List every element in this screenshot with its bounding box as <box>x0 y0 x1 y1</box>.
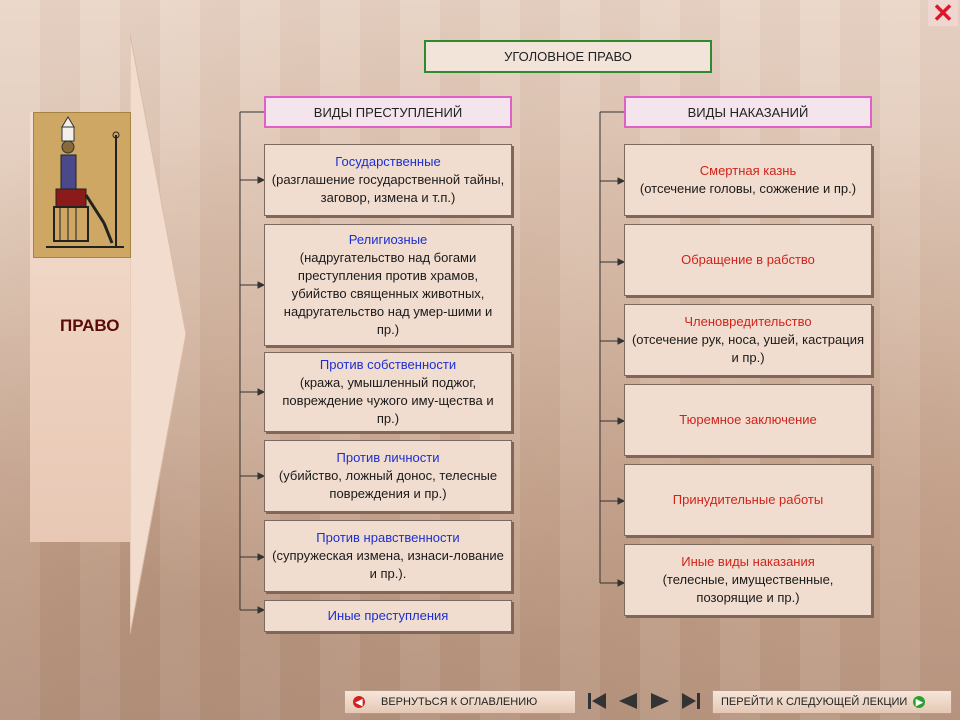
last-slide-button[interactable] <box>678 688 704 714</box>
crimes-heading: ВИДЫ ПРЕСТУПЛЕНИЙ <box>264 96 512 128</box>
punishment-prison: Тюремное заключение <box>624 384 872 456</box>
side-label: ПРАВО <box>60 316 120 335</box>
punishment-name: Членовредительство <box>684 314 812 329</box>
next-lecture-label: ПЕРЕЙТИ К СЛЕДУЮЩЕЙ ЛЕКЦИИ <box>721 696 908 708</box>
crime-name: Против нравственности <box>316 530 460 545</box>
first-slide-button[interactable] <box>584 688 610 714</box>
next-icon <box>650 693 669 709</box>
crime-state: Государственные (разглашение государстве… <box>264 144 512 216</box>
prev-slide-button[interactable] <box>615 688 641 714</box>
crime-name: Иные преступления <box>327 608 449 623</box>
punishment-name: Обращение в рабство <box>681 252 815 267</box>
close-icon[interactable]: ✕ <box>928 0 958 26</box>
pharaoh-figure-icon <box>34 113 130 257</box>
back-to-contents-label: ВЕРНУТЬСЯ К ОГЛАВЛЕНИЮ <box>381 696 538 708</box>
forward-arrow-icon: ▶ <box>913 696 926 708</box>
punishment-name: Тюремное заключение <box>679 412 817 427</box>
crime-desc: (супружеская измена, изнаси-лование и пр… <box>272 548 504 581</box>
prev-icon <box>619 693 638 709</box>
crime-morality: Против нравственности (супружеская измен… <box>264 520 512 592</box>
first-icon <box>588 693 606 709</box>
punishment-name: Иные виды наказания <box>681 554 815 569</box>
punishment-desc: (отсечение головы, сожжение и пр.) <box>639 181 857 196</box>
punishment-name: Смертная казнь <box>699 163 797 178</box>
crime-religious: Религиозные (надругательство над богами … <box>264 224 512 346</box>
crime-name: Религиозные <box>348 232 428 247</box>
next-lecture-button[interactable]: ПЕРЕЙТИ К СЛЕДУЮЩЕЙ ЛЕКЦИИ ▶ <box>712 690 952 714</box>
crime-desc: (разглашение государственной тайны, заго… <box>271 172 505 205</box>
punishment-other: Иные виды наказания (телесные, имуществе… <box>624 544 872 616</box>
slide-navigation <box>584 688 704 714</box>
crime-person: Против личности (убийство, ложный донос,… <box>264 440 512 512</box>
pharaoh-image <box>33 112 131 258</box>
punishments-heading: ВИДЫ НАКАЗАНИЙ <box>624 96 872 128</box>
crime-desc: (кража, умышленный поджог, повреждение ч… <box>282 375 494 426</box>
punishment-desc: (телесные, имущественные, позорящие и пр… <box>662 572 834 605</box>
back-to-contents-button[interactable]: ◀ ВЕРНУТЬСЯ К ОГЛАВЛЕНИЮ <box>344 690 576 714</box>
crime-name: Против личности <box>336 450 440 465</box>
last-icon <box>681 693 700 709</box>
crime-desc: (надругательство над богами преступления… <box>283 250 493 337</box>
crime-desc: (убийство, ложный донос, телесные повреж… <box>278 468 498 501</box>
crime-name: Государственные <box>335 154 441 169</box>
page-title: УГОЛОВНОЕ ПРАВО <box>424 40 712 73</box>
punishment-slavery: Обращение в рабство <box>624 224 872 296</box>
punishment-name: Принудительные работы <box>672 492 824 507</box>
punishment-death: Смертная казнь (отсечение головы, сожжен… <box>624 144 872 216</box>
punishment-mutilation: Членовредительство (отсечение рук, носа,… <box>624 304 872 376</box>
crime-name: Против собственности <box>319 357 457 372</box>
punishment-desc: (отсечение рук, носа, ушей, кастрация и … <box>631 332 865 365</box>
punishment-forced-labor: Принудительные работы <box>624 464 872 536</box>
crime-property: Против собственности (кража, умышленный … <box>264 352 512 432</box>
side-arrow-icon <box>130 34 186 634</box>
next-slide-button[interactable] <box>647 688 673 714</box>
crime-other: Иные преступления <box>264 600 512 632</box>
back-arrow-icon: ◀ <box>353 696 365 708</box>
